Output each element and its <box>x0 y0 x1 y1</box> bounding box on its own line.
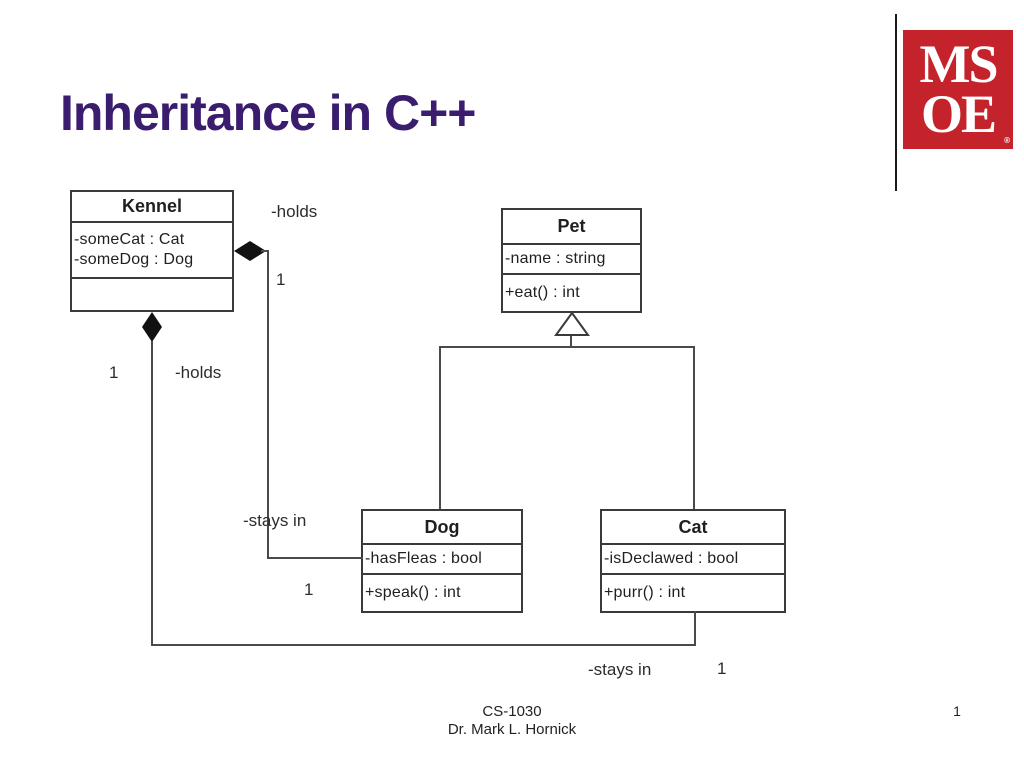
attribute-row: -someCat : Cat <box>74 231 185 248</box>
composition-diamond-bottom <box>142 312 162 342</box>
methods-compartment: +speak() : int <box>363 575 521 611</box>
connector-holds-horizontal <box>267 557 363 559</box>
label-stays-in-mid: -stays in <box>243 511 307 530</box>
footer-author: Dr. Mark L. Hornick <box>447 721 577 738</box>
class-name: Kennel <box>72 192 232 223</box>
inheritance-triangle <box>554 311 590 336</box>
methods-compartment-empty <box>72 279 232 310</box>
label-holds-top: -holds <box>271 202 318 221</box>
attributes-compartment: -someCat : Cat -someDog : Dog <box>72 223 232 279</box>
footer-course: CS-1030 <box>482 703 542 720</box>
methods-compartment: +eat() : int <box>503 275 640 311</box>
connector-bottom-horizontal <box>151 644 696 646</box>
slide-title: Inheritance in C++ <box>60 85 476 141</box>
label-multiplicity-dog: 1 <box>304 580 314 599</box>
connector-bottom-vertical-right <box>694 611 696 646</box>
registered-mark: ® <box>1004 136 1010 145</box>
class-name: Dog <box>363 511 521 545</box>
method-row: +purr() : int <box>604 584 686 601</box>
logo-divider-line <box>895 14 897 191</box>
class-name: Pet <box>503 210 640 245</box>
attributes-compartment: -hasFleas : bool <box>363 545 521 575</box>
logo-text-line1: MS <box>919 33 999 94</box>
connector-holds-vertical <box>267 250 269 558</box>
inheritance-vertical-dog <box>439 346 441 509</box>
label-multiplicity-bottom: 1 <box>717 659 727 678</box>
inheritance-vertical-cat <box>693 346 695 509</box>
method-row: +eat() : int <box>505 284 580 301</box>
method-row: +speak() : int <box>365 584 461 601</box>
class-box-pet: Pet -name : string +eat() : int <box>501 208 642 313</box>
class-box-dog: Dog -hasFleas : bool +speak() : int <box>361 509 523 613</box>
class-name: Cat <box>602 511 784 545</box>
inheritance-horizontal <box>439 346 695 348</box>
inheritance-stem <box>570 336 572 348</box>
connector-holds-stub <box>261 250 269 252</box>
attribute-row: -hasFleas : bool <box>365 550 483 567</box>
label-holds-left: -holds <box>175 363 222 382</box>
methods-compartment: +purr() : int <box>602 575 784 611</box>
label-multiplicity-left: 1 <box>109 363 119 382</box>
attribute-row: -isDeclawed : bool <box>604 550 739 567</box>
attribute-row: -name : string <box>505 250 606 267</box>
class-box-cat: Cat -isDeclawed : bool +purr() : int <box>600 509 786 613</box>
composition-diamond-right <box>234 241 266 261</box>
attribute-row: -someDog : Dog <box>74 251 194 268</box>
page-number: 1 <box>953 703 961 719</box>
attributes-compartment: -isDeclawed : bool <box>602 545 784 575</box>
logo-text-line2: OE <box>920 83 997 144</box>
attributes-compartment: -name : string <box>503 245 640 275</box>
class-box-kennel: Kennel -someCat : Cat -someDog : Dog <box>70 190 234 312</box>
msoe-logo: MS OE ® <box>903 30 1013 149</box>
label-stays-in-bottom: -stays in <box>588 660 652 679</box>
footer: CS-1030 Dr. Mark L. Hornick <box>0 703 1024 739</box>
connector-bottom-vertical-left <box>151 341 153 646</box>
label-multiplicity-right: 1 <box>276 270 286 289</box>
